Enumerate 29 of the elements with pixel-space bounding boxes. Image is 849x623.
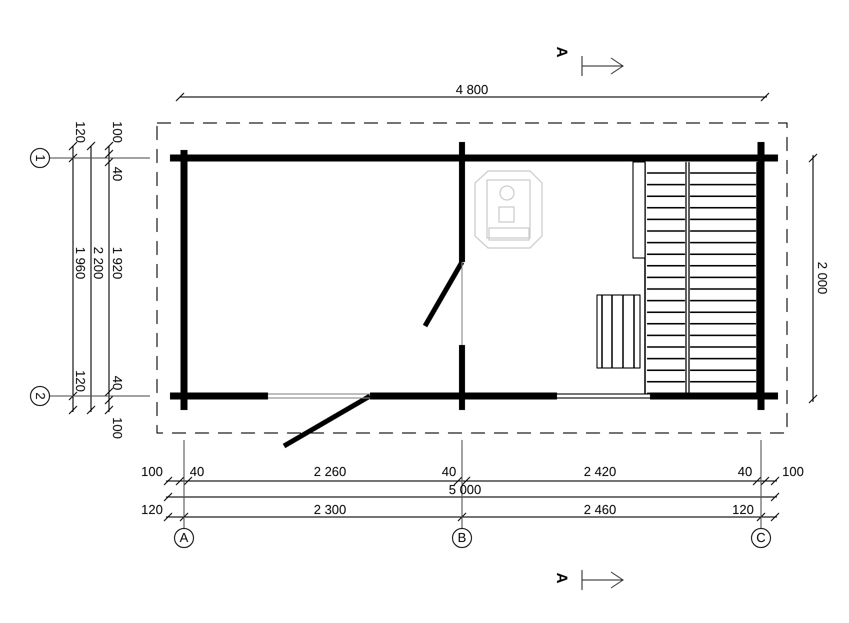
dimension-value: 1 960 bbox=[73, 246, 87, 280]
dimension-value: 2 460 bbox=[584, 503, 616, 517]
dimension-value: 40 bbox=[442, 465, 456, 479]
section-label: A bbox=[554, 46, 568, 58]
dimension-value: 100 bbox=[110, 417, 124, 439]
dimension-value: 120 bbox=[141, 503, 163, 517]
dimension-value: 40 bbox=[110, 376, 124, 390]
grid-axis-bubble: A bbox=[174, 528, 194, 548]
dimension-value: 4 800 bbox=[456, 83, 488, 97]
grid-axis-bubble: B bbox=[452, 528, 472, 548]
dimension-value: 40 bbox=[110, 166, 124, 182]
dimension-value: 40 bbox=[190, 465, 204, 479]
section-label: A bbox=[554, 572, 568, 584]
dimension-value: 120 bbox=[73, 370, 87, 392]
dimension-value: 40 bbox=[738, 465, 752, 479]
dimension-value: 100 bbox=[141, 465, 163, 479]
dimension-value: 100 bbox=[110, 121, 124, 143]
dimension-value: 120 bbox=[73, 121, 87, 143]
grid-axis-bubble: 2 bbox=[30, 386, 50, 406]
dimension-value: 2 200 bbox=[91, 246, 105, 280]
dimension-value: 2 260 bbox=[314, 465, 346, 479]
dimension-value: 2 300 bbox=[314, 503, 346, 517]
grid-axis-bubble: C bbox=[751, 528, 771, 548]
dimension-value: 2 000 bbox=[815, 262, 829, 294]
dimension-value: 2 420 bbox=[584, 465, 616, 479]
dimension-value: 100 bbox=[782, 465, 804, 479]
dimension-value: 1 920 bbox=[110, 246, 124, 280]
grid-axis-bubble: 1 bbox=[30, 148, 50, 168]
dimension-value: 120 bbox=[732, 503, 754, 517]
